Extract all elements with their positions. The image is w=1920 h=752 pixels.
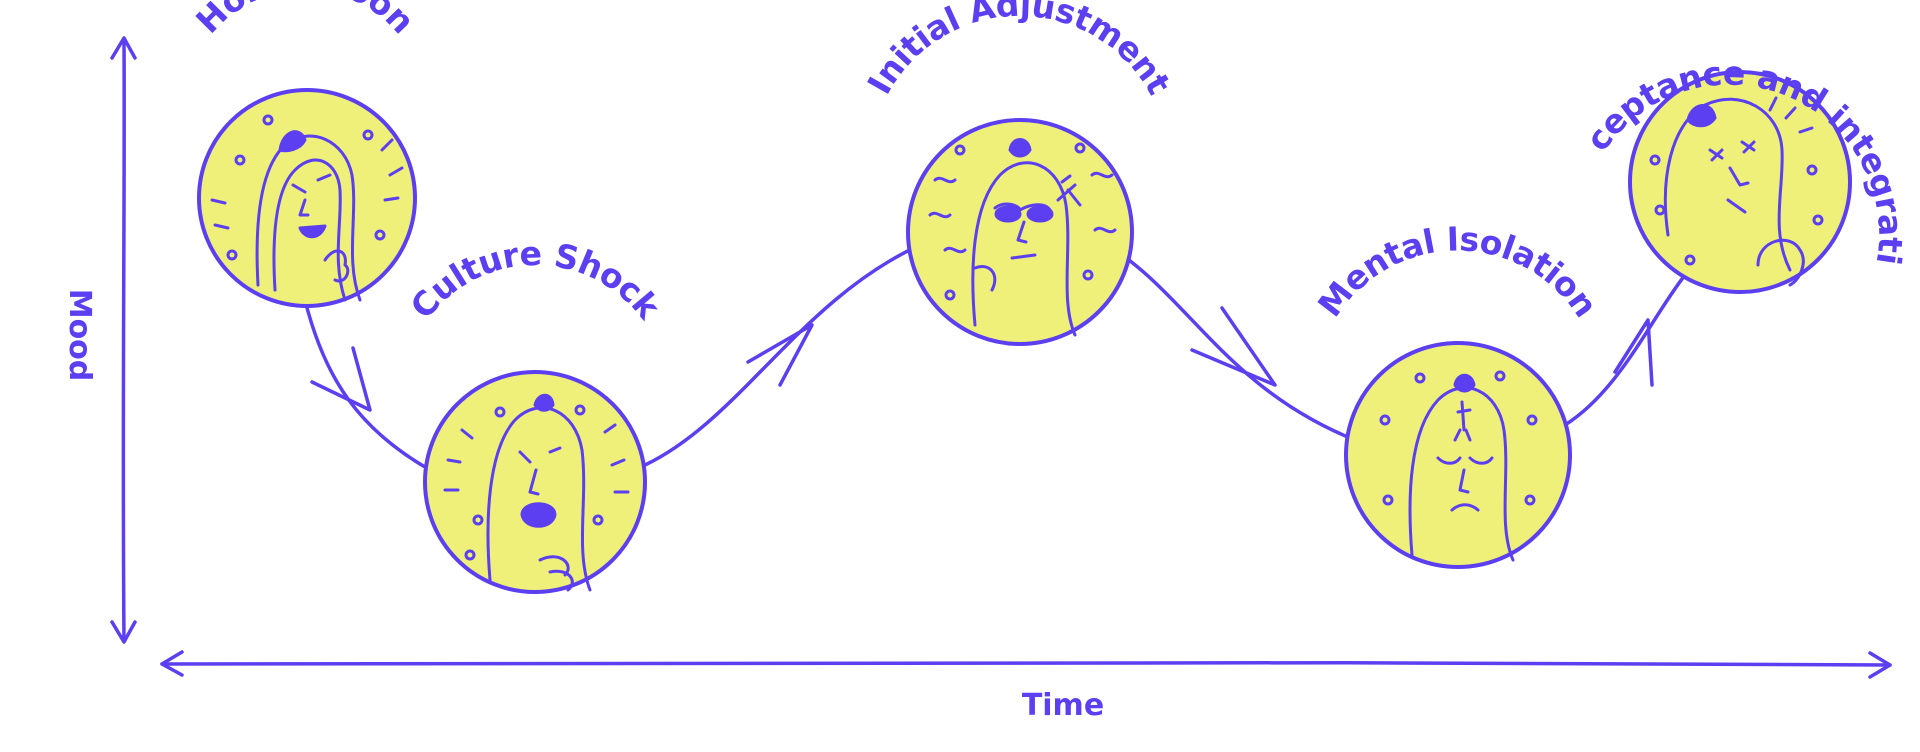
y-axis-label: Mood	[62, 289, 97, 382]
honeymoon-label: Honeymoon	[188, 0, 422, 41]
stage-mental-isolation: Mental Isolation	[1310, 219, 1606, 569]
honeymoon-face-icon	[210, 114, 404, 302]
mental-isolation-face-icon	[1379, 370, 1538, 562]
x-axis	[160, 650, 1892, 679]
culture-shock-face-icon	[443, 393, 630, 592]
x-axis-arrow-left	[160, 650, 184, 677]
stage-initial-adjustment: Initial Adjustment	[860, 0, 1179, 346]
curve-arrow-2	[746, 323, 814, 387]
curve-arrow-1	[310, 346, 372, 412]
curve-arrow-4	[1613, 318, 1654, 387]
x-axis-arrow-right	[1868, 651, 1892, 679]
honeymoon-medallion	[197, 88, 417, 308]
y-axis-arrow-top	[110, 36, 137, 60]
stage-honeymoon: Honeymoon	[188, 0, 422, 308]
mental-isolation-medallion	[1344, 341, 1572, 569]
initial-adjustment-face-icon	[928, 138, 1117, 337]
culture-shock-medallion	[423, 370, 647, 594]
y-axis-arrow-bottom	[110, 620, 137, 644]
culture-shock-label: Culture Shock	[403, 234, 669, 327]
initial-adjustment-label: Initial Adjustment	[860, 0, 1179, 101]
mental-isolation-label: Mental Isolation	[1310, 219, 1605, 324]
stage-culture-shock: Culture Shock	[403, 234, 669, 594]
acceptance-integration-face-icon	[1649, 96, 1824, 287]
mood-curve	[303, 243, 1687, 472]
curve-arrow-3	[1190, 306, 1277, 387]
acceptance-integration-medallion	[1628, 70, 1852, 294]
x-axis-label: Time	[1022, 688, 1104, 723]
y-axis	[110, 36, 137, 644]
